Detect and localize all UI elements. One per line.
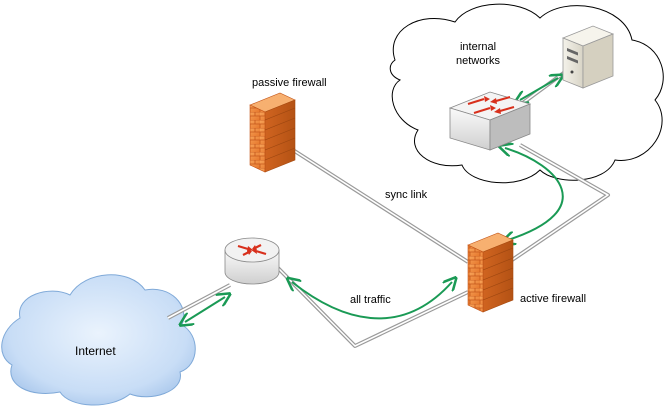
traffic-arrows [185,78,563,322]
passive-firewall-label: passive firewall [252,77,327,89]
internal-networks-label-line2: networks [456,55,501,67]
internet-router-arrow [185,297,225,322]
firewall-switch-arrow [505,148,564,240]
traffic-cable [276,266,469,348]
internet-label: Internet [75,344,116,358]
router-icon [224,237,280,285]
internal-networks-label-line1: internal [460,41,496,53]
switch-server-arrow [520,78,558,100]
passive-firewall-icon [249,92,296,173]
all-traffic-arrow [292,282,452,320]
internet-cloud: Internet [1,274,196,406]
switch-icon [448,91,532,151]
server-icon [561,25,615,89]
active-firewall-icon [467,232,514,313]
active-firewall-label: active firewall [520,293,586,305]
all-traffic-label: all traffic [350,294,391,306]
sync-link-label: sync link [385,189,428,201]
